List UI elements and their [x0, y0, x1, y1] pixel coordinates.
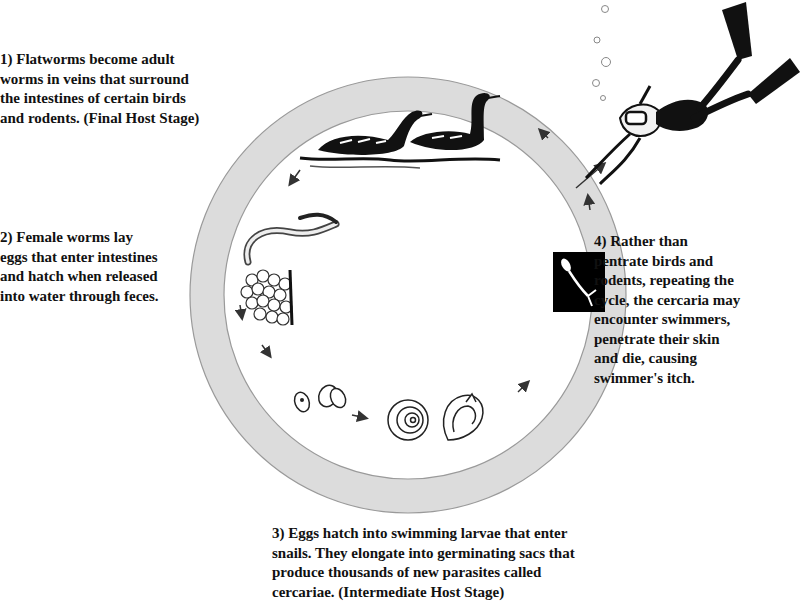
snail-hosts [388, 394, 483, 440]
swimmer-figure [586, 2, 800, 184]
cycle-arrows [240, 130, 604, 418]
egg-cluster [241, 270, 292, 325]
bird-host [300, 93, 500, 168]
ring-inner-edge [224, 111, 592, 479]
step-caption: 1) Flatworms become adult worms in veins… [0, 50, 205, 128]
step-caption: 4) Rather than pentrate birds and rodent… [594, 232, 744, 388]
adult-worm [247, 215, 336, 262]
step-caption: 2) Female worms lay eggs that enter inte… [0, 228, 160, 306]
cycle-ring [207, 94, 609, 496]
ring-outer-edge [190, 77, 626, 513]
step-caption: 3) Eggs hatch into swimming larvae that … [272, 524, 590, 602]
swimming-larvae [292, 382, 349, 414]
